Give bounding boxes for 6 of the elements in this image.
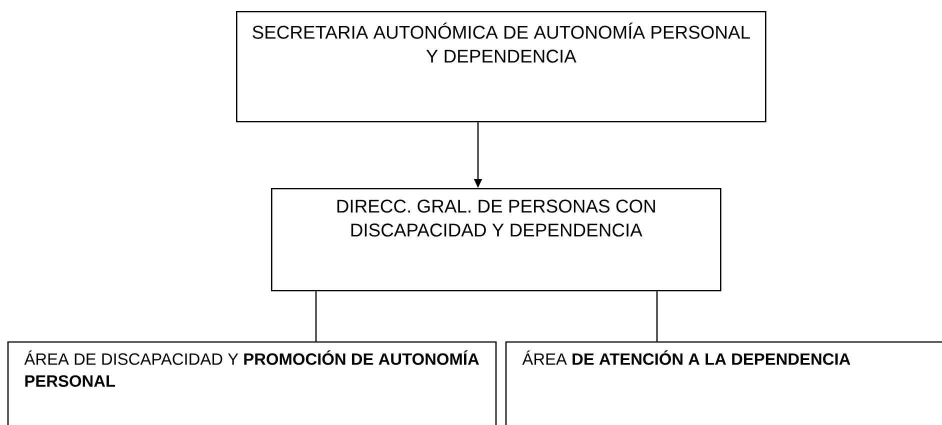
org-box: ÁREA DE DISCAPACIDAD Y PROMOCIÓN DE AUTONOMÍA PERSONAL: [7, 341, 497, 425]
connector: [656, 291, 658, 342]
org-box: ÁREA DE ATENCIÓN A LA DEPENDENCIA: [505, 341, 942, 425]
org-box: DIRECC. GRAL. DE PERSONAS CON DISCAPACIDAD Y DEPENDENCIA: [271, 188, 722, 292]
connector: [315, 291, 317, 342]
org-box: SECRETARIA AUTONÓMICA DE AUTONOMÍA PERSONAL Y DEPENDENCIA: [236, 11, 766, 122]
